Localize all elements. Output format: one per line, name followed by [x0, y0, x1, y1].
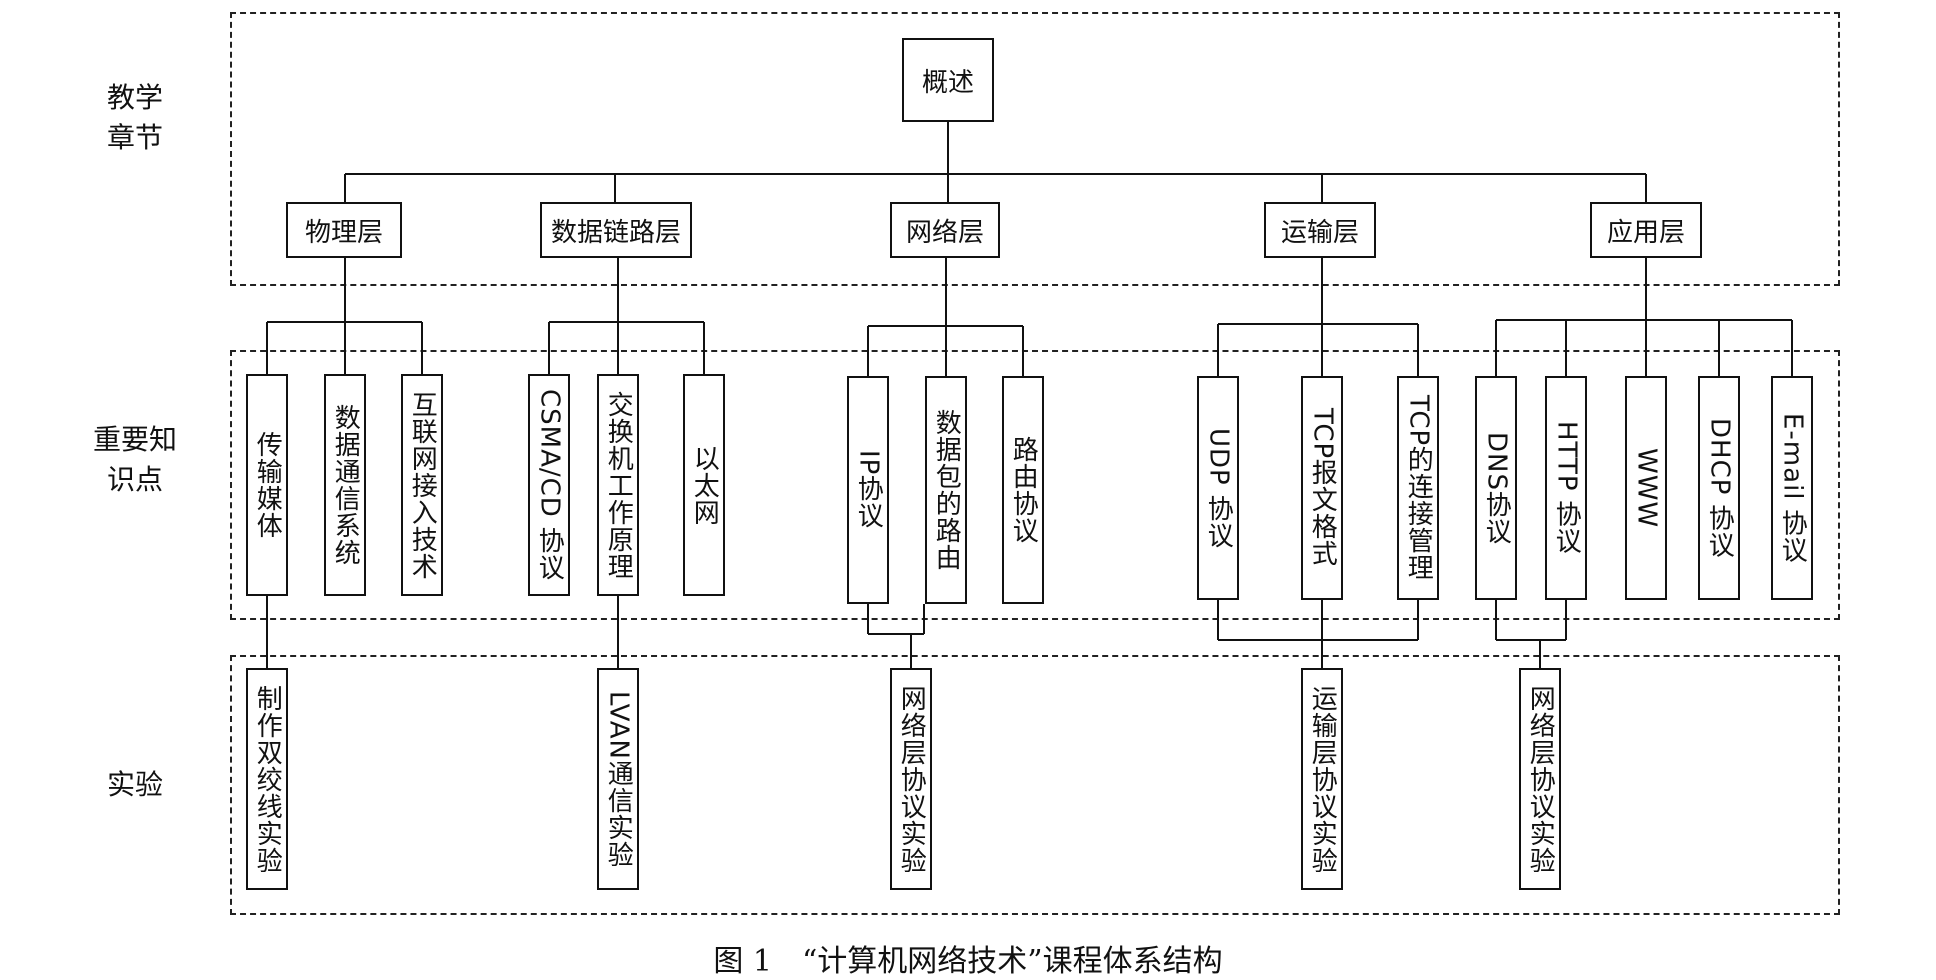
exp-transport-layer: 运输层协议实验	[1301, 668, 1343, 890]
kp-www-label: WWW	[1631, 447, 1662, 529]
kp-packet-routing: 数据包的路由	[925, 376, 967, 604]
kp-dhcp-protocol: DHCP 协议	[1698, 376, 1740, 600]
kp-udp-protocol: UDP 协议	[1197, 376, 1239, 600]
kp-internet-access-label: 互联网接入技术	[407, 390, 438, 580]
exp-transport-layer-label: 运输层协议实验	[1307, 684, 1338, 874]
kp-email-protocol-label: E-mail 协议	[1777, 412, 1808, 564]
chapter-physical-label: 物理层	[304, 217, 383, 248]
row-label-experiments-line-1: 实验	[106, 768, 163, 801]
kp-ethernet-label: 以太网	[689, 444, 720, 526]
kp-csma-cd-label: CSMA/CD 协议	[534, 388, 565, 582]
row-label-key-points: 重要知 识点	[78, 420, 192, 500]
kp-tcp-connection: TCP的连接管理	[1397, 376, 1439, 600]
chapter-network: 网络层	[890, 202, 1000, 258]
row-label-chapters-line-2: 章节	[106, 121, 163, 154]
root-node: 概述	[902, 38, 994, 122]
chapter-physical: 物理层	[286, 202, 402, 258]
chapters-band	[230, 12, 1840, 286]
kp-data-communication-system-label: 数据通信系统	[330, 404, 361, 566]
kp-routing-protocol: 路由协议	[1002, 376, 1044, 604]
kp-routing-protocol-label: 路由协议	[1008, 436, 1039, 544]
kp-tcp-format: TCP报文格式	[1301, 376, 1343, 600]
root-node-label: 概述	[921, 67, 974, 98]
kp-internet-access: 互联网接入技术	[401, 374, 443, 596]
key-points-band	[230, 350, 1840, 620]
kp-ip-protocol: IP协议	[847, 376, 889, 604]
exp-network-layer-2-label: 网络层协议实验	[1525, 684, 1556, 874]
kp-transmission-media: 传输媒体	[246, 374, 288, 596]
chapter-datalink: 数据链路层	[540, 202, 692, 258]
row-label-chapters: 教学 章节	[90, 78, 180, 158]
row-label-experiments: 实验	[90, 765, 180, 805]
exp-network-layer-1-label: 网络层协议实验	[896, 684, 927, 874]
kp-dns-protocol: DNS协议	[1475, 376, 1517, 600]
figure-caption: 图 1 “计算机网络技术”课程体系结构	[713, 944, 1223, 979]
exp-lvan-communication-label: LVAN通信实验	[603, 690, 634, 868]
kp-tcp-format-label: TCP报文格式	[1307, 408, 1338, 568]
kp-csma-cd: CSMA/CD 协议	[528, 374, 570, 596]
exp-twisted-pair-label: 制作双绞线实验	[252, 684, 283, 874]
kp-packet-routing-label: 数据包的路由	[931, 409, 962, 571]
kp-http-protocol: HTTP 协议	[1545, 376, 1587, 600]
row-label-chapters-line-1: 教学	[106, 81, 163, 114]
kp-transmission-media-label: 传输媒体	[252, 431, 283, 539]
chapter-transport: 运输层	[1264, 202, 1376, 258]
kp-www: WWW	[1625, 376, 1667, 600]
kp-tcp-connection-label: TCP的连接管理	[1403, 394, 1434, 582]
experiments-band	[230, 655, 1840, 915]
chapter-application-label: 应用层	[1606, 217, 1685, 248]
exp-lvan-communication: LVAN通信实验	[597, 668, 639, 890]
kp-ethernet: 以太网	[683, 374, 725, 596]
kp-ip-protocol-label: IP协议	[853, 450, 884, 530]
exp-twisted-pair: 制作双绞线实验	[246, 668, 288, 890]
chapter-transport-label: 运输层	[1280, 217, 1359, 248]
exp-network-layer-2: 网络层协议实验	[1519, 668, 1561, 890]
kp-data-communication-system: 数据通信系统	[324, 374, 366, 596]
kp-dhcp-protocol-label: DHCP 协议	[1704, 417, 1735, 559]
kp-email-protocol: E-mail 协议	[1771, 376, 1813, 600]
chapter-datalink-label: 数据链路层	[550, 217, 681, 248]
row-label-key-points-line-1: 重要知	[92, 423, 177, 456]
kp-switch-principle: 交换机工作原理	[597, 374, 639, 596]
kp-http-protocol-label: HTTP 协议	[1551, 421, 1582, 555]
row-label-key-points-line-2: 识点	[106, 463, 163, 496]
exp-network-layer-1: 网络层协议实验	[890, 668, 932, 890]
kp-udp-protocol-label: UDP 协议	[1203, 427, 1234, 549]
chapter-network-label: 网络层	[905, 217, 984, 248]
kp-dns-protocol-label: DNS协议	[1481, 431, 1512, 545]
chapter-application: 应用层	[1590, 202, 1702, 258]
kp-switch-principle-label: 交换机工作原理	[603, 390, 634, 580]
